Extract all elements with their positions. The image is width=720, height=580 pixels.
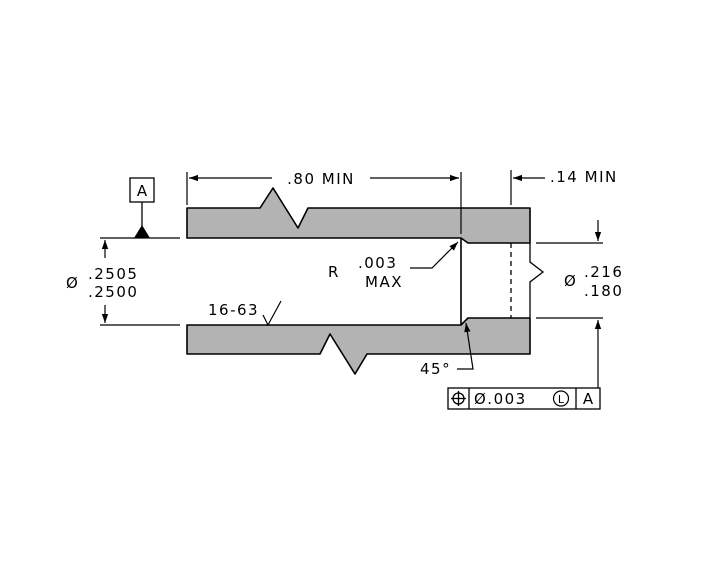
chamfer-angle-label: 45° bbox=[420, 360, 451, 378]
feature-control-frame: Ø.003 L A bbox=[447, 387, 601, 410]
lmc-modifier-icon bbox=[552, 390, 570, 407]
radius-leader bbox=[410, 241, 459, 269]
break-line bbox=[529, 243, 545, 318]
fcf-datum: A bbox=[583, 390, 594, 408]
datum-triangle bbox=[134, 225, 150, 238]
datum-letter: A bbox=[137, 182, 148, 200]
radius-value: .003 bbox=[358, 254, 397, 272]
radius-max: MAX bbox=[365, 273, 403, 291]
bore-dia-symbol: Ø bbox=[66, 274, 79, 292]
bore-dia-lower: .2500 bbox=[88, 283, 138, 301]
radius-prefix: R bbox=[328, 263, 340, 281]
counterbore-depth-label: .14 MIN bbox=[550, 168, 618, 186]
cbore-dia-lower: .180 bbox=[584, 282, 623, 300]
cbore-dia-upper: .216 bbox=[584, 263, 623, 281]
top-wall-section bbox=[186, 187, 531, 244]
position-icon bbox=[451, 391, 466, 406]
surface-finish-symbol bbox=[262, 300, 282, 327]
bore-dia-upper: .2505 bbox=[88, 265, 138, 283]
bottom-wall-section bbox=[186, 317, 531, 375]
cbore-dia-symbol: Ø bbox=[564, 272, 577, 290]
surface-finish-label: 16-63 bbox=[208, 301, 259, 319]
fcf-tolerance: Ø.003 bbox=[474, 390, 527, 408]
chamfer-leader bbox=[457, 322, 474, 370]
fcf-modifier: L bbox=[558, 393, 565, 406]
length-min-label: .80 MIN bbox=[287, 170, 355, 188]
